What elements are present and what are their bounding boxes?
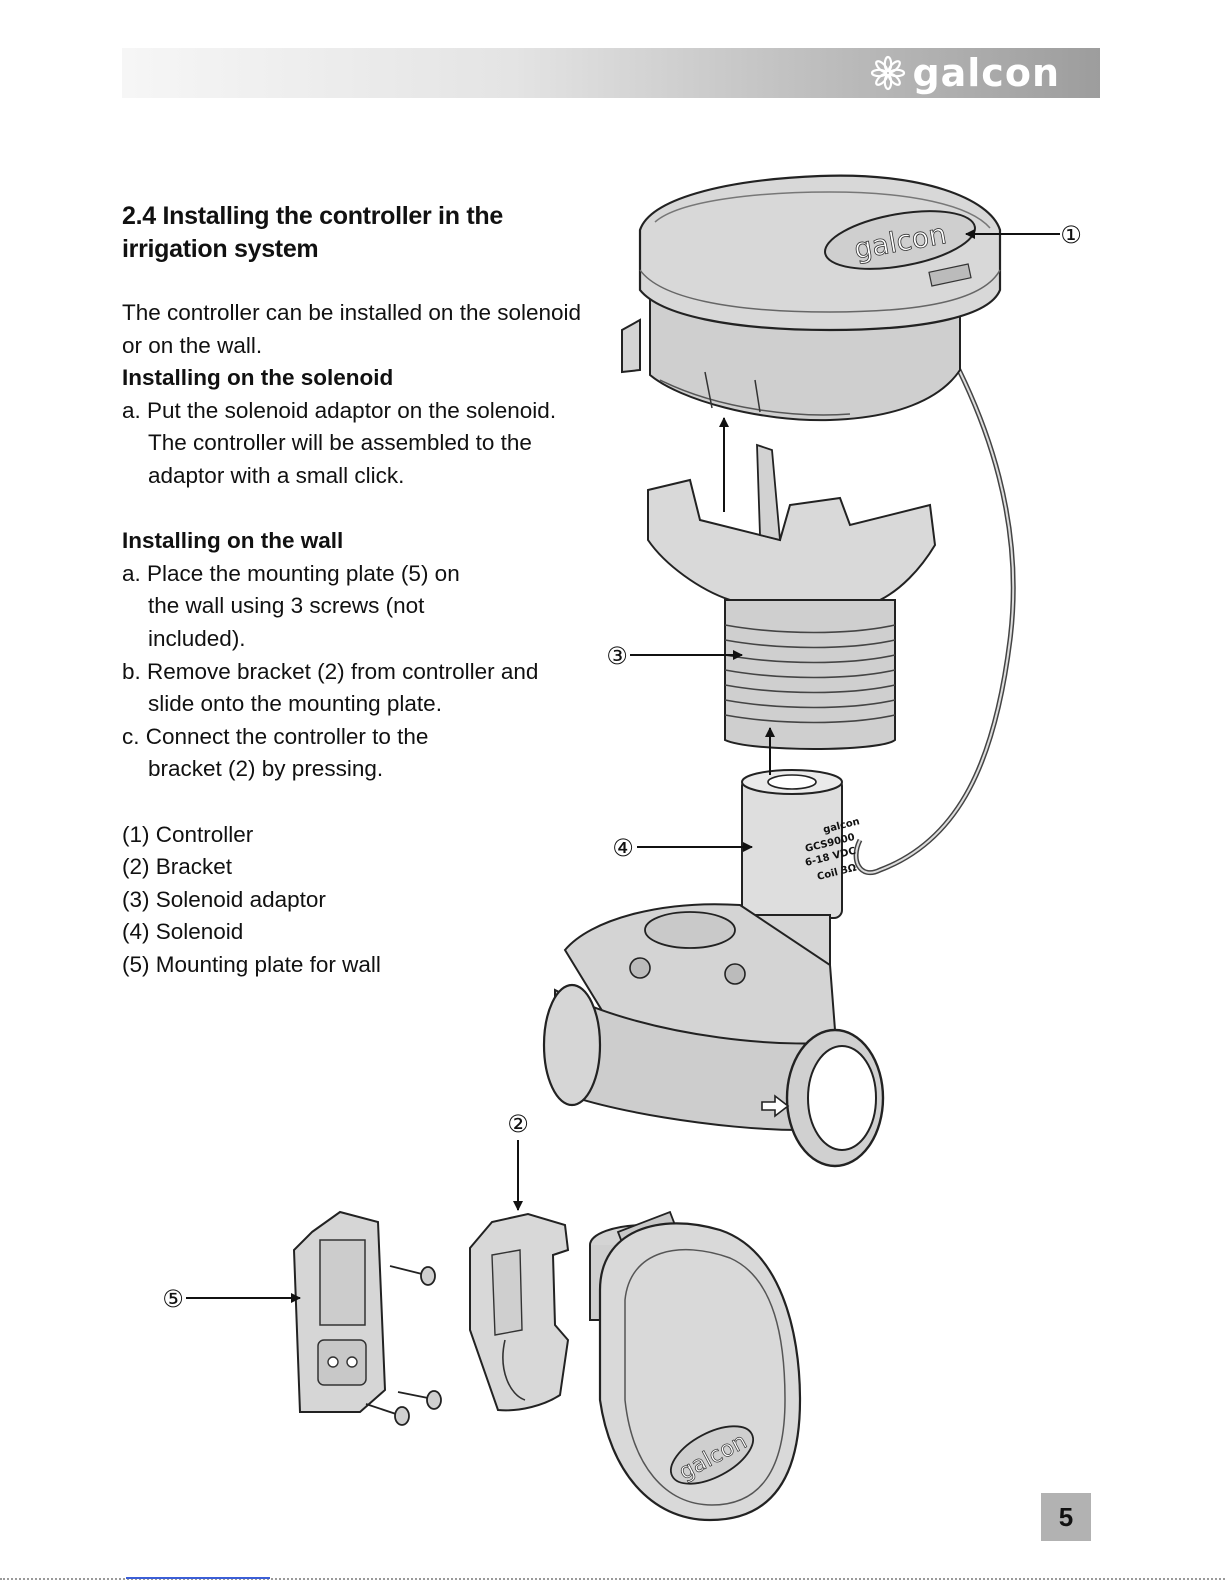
brand-name: galcon (912, 51, 1060, 95)
legend-item: (3) Solenoid adaptor (122, 886, 326, 912)
page-number: 5 (1041, 1493, 1091, 1541)
wall-step-b: b. Remove bracket (2) from controller an… (122, 658, 539, 717)
callout-5: ⑤ (162, 1285, 184, 1313)
callout-1: ① (1060, 221, 1082, 249)
solenoid-step-a: a. Put the solenoid adaptor on the solen… (122, 397, 557, 488)
wall-step-c: c. Connect the controller to the bracket… (122, 723, 429, 782)
legend-item: (5) Mounting plate for wall (122, 951, 381, 977)
screws-illustration (365, 1265, 442, 1426)
legend-item: (4) Solenoid (122, 919, 244, 945)
wall-step-a: a. Place the mounting plate (5) on the w… (122, 560, 460, 651)
solenoid-adaptor-illustration (647, 443, 937, 750)
footer-link-underline[interactable] (126, 1577, 270, 1579)
bracket-illustration (469, 1212, 570, 1412)
mounting-plate-illustration (292, 1210, 387, 1413)
instructions: The controller can be installed on the s… (122, 297, 582, 981)
controller-illustration: galcon (621, 174, 1002, 422)
section-title: 2.4 Installing the controller in the irr… (122, 202, 503, 263)
intro-text: The controller can be installed on the s… (122, 300, 582, 358)
callout-2: ② (507, 1110, 529, 1138)
header-bar: galcon (122, 48, 1100, 98)
valve-illustration (542, 903, 885, 1168)
flow-arrow-icon (761, 1094, 790, 1118)
footer-divider (0, 1578, 1225, 1580)
callout-3: ③ (606, 642, 628, 670)
solenoid-heading: Installing on the solenoid (122, 365, 394, 391)
callout-4: ④ (612, 834, 634, 862)
legend-item: (2) Bracket (122, 854, 233, 880)
brand-logo: galcon (870, 50, 1060, 96)
flower-icon (871, 55, 906, 91)
legend-item: (1) Controller (122, 821, 254, 847)
controller-wall-illustration: galcon (589, 1210, 802, 1522)
wall-heading: Installing on the wall (122, 528, 344, 554)
